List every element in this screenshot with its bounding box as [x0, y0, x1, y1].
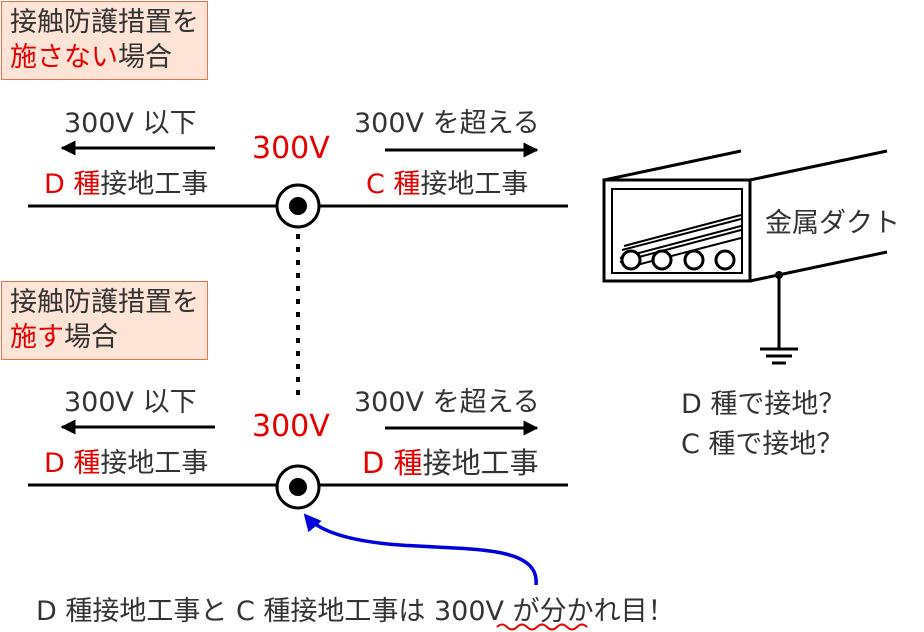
duct-question-c: C 種で接地？ — [681, 429, 844, 460]
case-without-line2: 施さない場合 — [10, 42, 172, 73]
bottom-case-graphics — [28, 419, 568, 510]
duct-question-d: D 種で接地？ — [681, 389, 846, 420]
bottom-right-grounding: D 種接地工事 — [362, 446, 539, 480]
top-left-grounding: D 種接地工事 — [44, 169, 209, 200]
top-left-range: 300V 以下 — [64, 108, 197, 139]
duct-bottom-edge — [749, 250, 888, 283]
case-with-line1: 接触防護措置を — [10, 287, 199, 318]
metal-duct-label: 金属ダクト — [765, 208, 900, 239]
bottom-left-range: 300V 以下 — [64, 387, 197, 418]
case-without-line1: 接触防護措置を — [10, 7, 199, 38]
bottom-boundary-terminal-dot — [289, 478, 307, 496]
bottom-boundary-voltage: 300V — [252, 409, 330, 444]
case-with-protection-label: 接触防護措置を 施す場合 — [1, 281, 208, 360]
duct-top-right-edge — [749, 149, 888, 182]
emphasis-wavy-underline — [496, 623, 588, 631]
duct-cables — [619, 214, 742, 271]
top-boundary-voltage: 300V — [252, 131, 330, 166]
duct-front-inner — [611, 188, 743, 274]
case-without-protection-label: 接触防護措置を 施さない場合 — [1, 1, 208, 80]
conclusion-text: D 種接地工事と C 種接地工事は 300V が分かれ目！ — [36, 596, 675, 627]
bottom-right-range: 300V を超える — [354, 387, 540, 418]
conclusion-emphasis: 300V — [433, 596, 504, 627]
ground-symbol-icon — [760, 347, 798, 365]
bottom-left-grounding: D 種接地工事 — [44, 448, 209, 479]
metal-duct-icon — [602, 149, 888, 365]
callout-arrow — [303, 513, 538, 586]
duct-top-left-edge — [603, 149, 742, 182]
top-right-grounding: C 種接地工事 — [366, 169, 529, 200]
top-boundary-terminal-dot — [289, 197, 307, 215]
top-case-graphics — [28, 140, 568, 229]
top-right-range: 300V を超える — [354, 108, 540, 139]
case-with-line2: 施す場合 — [10, 322, 118, 353]
